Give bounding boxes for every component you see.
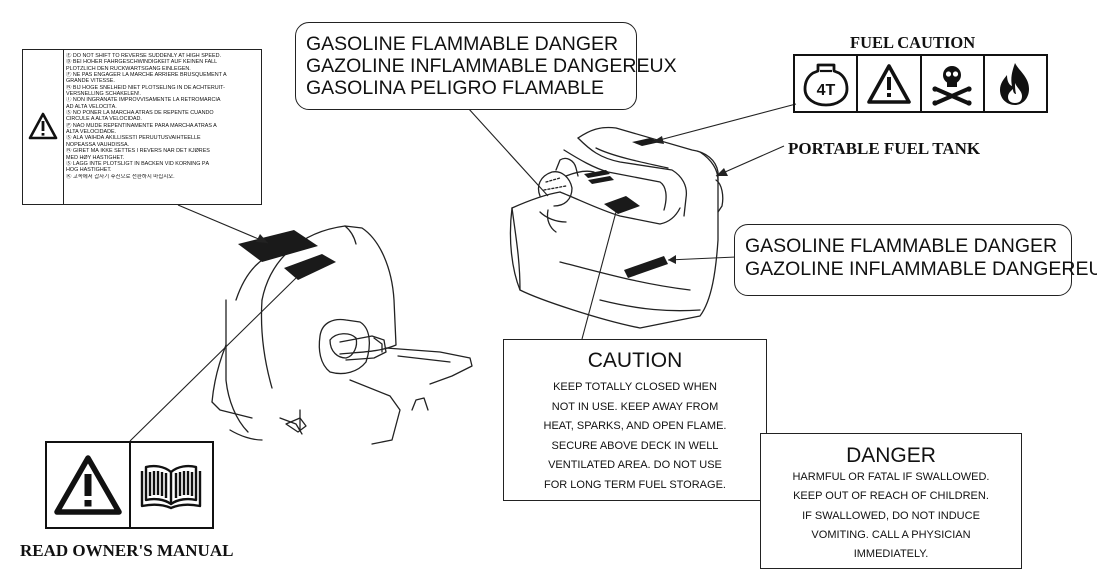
multilingual-warning-line: GRANDE VITESSE. <box>66 78 115 85</box>
manual-warning-cell <box>47 443 131 527</box>
warning-triangle-icon <box>867 63 911 104</box>
danger-line: IF SWALLOWED, DO NOT INDUCE <box>802 509 980 522</box>
open-book-icon <box>141 464 202 510</box>
callout-line: GASOLINA PELIGRO FLAMABLE <box>306 77 605 99</box>
portable-fuel-tank-label: PORTABLE FUEL TANK <box>788 139 981 158</box>
caution-line: NOT IN USE. KEEP AWAY FROM <box>551 400 719 413</box>
multilingual-warning-line: Ⓟ NÃO MUDE REPENTINAMENTE PARA MARCHA AT… <box>66 122 217 129</box>
callout-line: GASOLINE FLAMMABLE DANGER <box>306 33 619 55</box>
warning-triangle-icon <box>54 455 122 515</box>
fuel-tank-handle <box>577 137 688 217</box>
read-manual-label <box>45 441 214 529</box>
callout-line: GAZOLINE INFLAMMABLE DANGEREUX <box>745 258 1097 280</box>
leader-line-caution <box>581 211 617 340</box>
caution-line: FOR LONG TERM FUEL STORAGE. <box>544 478 726 491</box>
4t-engine-icon: 4T <box>803 63 849 106</box>
danger-line: HARMFUL OR FATAL IF SWALLOWED. <box>792 471 990 483</box>
multilingual-warning-line: Ⓢ NO PONER LA MARCHA ATRÁS DE REPENTE CU… <box>66 110 214 117</box>
multilingual-warning-label: Ⓔ DO NOT SHIFT TO REVERSE SUDDENLY AT HI… <box>22 49 262 205</box>
skull-crossbones-icon <box>932 65 972 106</box>
leader-line-manual <box>129 277 297 442</box>
multilingual-warning-line: ALTA VELOCIDADE. <box>66 129 117 136</box>
multilingual-warning-line: VERSNELLING SCHAKELEN!. <box>66 91 141 98</box>
flammable-icon-cell <box>985 56 1046 111</box>
engine-label-patch-1 <box>238 230 318 262</box>
fuel-caution-title: FUEL CAUTION <box>850 33 976 52</box>
warning-icon-column <box>23 50 64 204</box>
caution-box: CAUTION KEEP TOTALLY CLOSED WHEN NOT IN … <box>503 339 767 501</box>
tank-handle-label-patch-1 <box>584 170 610 178</box>
multilingual-warning-line: Ⓘ NON INGRANATE IMPROVVISAMENTE LA RETRO… <box>66 97 221 104</box>
multilingual-warning-line: CIRCULE A ALTA VELOCIDAD. <box>66 116 142 123</box>
engine-4t-icon-cell: 4T <box>795 56 859 111</box>
danger-title: DANGER <box>846 444 936 467</box>
danger-line: IMMEDIATELY. <box>853 548 929 561</box>
tank-side-label-patch <box>624 256 668 278</box>
engine-4t-text: 4T <box>816 82 835 99</box>
multilingual-warning-line: NOPEASSA VAUHDISSA. <box>66 141 130 148</box>
danger-line: VOMITING. CALL A PHYSICIAN <box>811 528 971 541</box>
leader-line-multilingual <box>177 204 269 244</box>
callout-gasoline-flammable-right: GASOLINE FLAMMABLE DANGER GAZOLINE INFLA… <box>734 224 1097 296</box>
manual-book-cell <box>131 443 213 527</box>
flammable-icon <box>1000 62 1030 105</box>
callout-line: GAZOLINE INFLAMMABLE DANGEREUX <box>306 55 677 77</box>
multilingual-warning-line: MED HØY HASTIGHET. <box>66 154 125 161</box>
callout-gasoline-flammable-top: GASOLINE FLAMMABLE DANGER GAZOLINE INFLA… <box>295 22 677 110</box>
danger-text: HARMFUL OR FATAL IF SWALLOWED. KEEP OUT … <box>761 468 1021 564</box>
tiller-outline <box>318 318 371 375</box>
tank-handle-label-patch-2 <box>588 176 614 184</box>
caution-line: SECURE ABOVE DECK IN WELL <box>551 439 719 452</box>
multilingual-warning-line: HÖG HASTIGHET. <box>66 167 112 174</box>
caution-line: VENTILATED AREA. DO NOT USE <box>548 459 722 471</box>
caution-line: HEAT, SPARKS, AND OPEN FLAME. <box>543 420 727 432</box>
danger-line: KEEP OUT OF REACH OF CHILDREN. <box>793 490 989 503</box>
callout-line: GASOLINE FLAMMABLE DANGER <box>745 235 1058 257</box>
danger-box: DANGER HARMFUL OR FATAL IF SWALLOWED. KE… <box>760 433 1022 569</box>
caution-text: KEEP TOTALLY CLOSED WHEN NOT IN USE. KEE… <box>504 378 766 495</box>
multilingual-warning-text: Ⓔ DO NOT SHIFT TO REVERSE SUDDENLY AT HI… <box>66 53 260 180</box>
caution-line: KEEP TOTALLY CLOSED WHEN <box>553 381 717 393</box>
multilingual-warning-line: AD ALTA VELOCITÀ. <box>66 103 117 110</box>
warning-triangle-icon <box>28 112 58 140</box>
multilingual-warning-line: Ⓢ ÄLÄ VAIHDA ÄKILLISESTI PERUUTUSVAIHTEE… <box>66 135 201 142</box>
fuel-caution-icon-strip: 4T <box>793 54 1048 113</box>
warning-icon-cell <box>858 56 922 111</box>
multilingual-warning-line: Ⓚ 고속에서 갑자기 후진으로 전환하지 마십시오. <box>66 173 175 180</box>
poison-icon-cell <box>922 56 985 111</box>
multilingual-warning-line: PLÖTZLICH DEN RÜCKWÄRTSGANG EINLEGEN. <box>66 65 191 72</box>
multilingual-warning-line: Ⓔ DO NOT SHIFT TO REVERSE SUDDENLY AT HI… <box>66 53 221 59</box>
multilingual-warning-line: Ⓝ GIRET MÅ IKKE SETTES I REVERS NÅR DET … <box>66 148 210 155</box>
leader-line-callout-top <box>467 107 549 197</box>
read-manual-title: READ OWNER'S MANUAL <box>20 541 234 560</box>
tank-top-label-patch <box>632 138 660 146</box>
multilingual-warning-line: Ⓓ BEI HOHER FAHRGESCHWINDIGKEIT AUF KEIN… <box>66 59 218 66</box>
leader-line-fuel-caution <box>651 103 797 143</box>
leader-line-portable-tank <box>715 145 785 177</box>
multilingual-warning-line: Ⓕ NE PAS ENGAGER LA MARCHE ARRIERE BRUSQ… <box>66 72 227 79</box>
tank-top-center-patch <box>604 196 640 214</box>
engine-label-patch-2 <box>284 254 336 280</box>
multilingual-warning-line: Ⓝ BIJ HOGE SNELHEID NIET PLOTSELING IN D… <box>66 84 225 91</box>
caution-title: CAUTION <box>587 349 683 372</box>
fuel-cap-fitting <box>537 171 573 207</box>
fuel-tank-outline <box>509 126 719 329</box>
multilingual-warning-line: Ⓢ LÄGG INTE PLÖTSLIGT IN BACKEN VID KÖRN… <box>66 160 210 167</box>
leader-line-callout-right <box>667 256 737 261</box>
